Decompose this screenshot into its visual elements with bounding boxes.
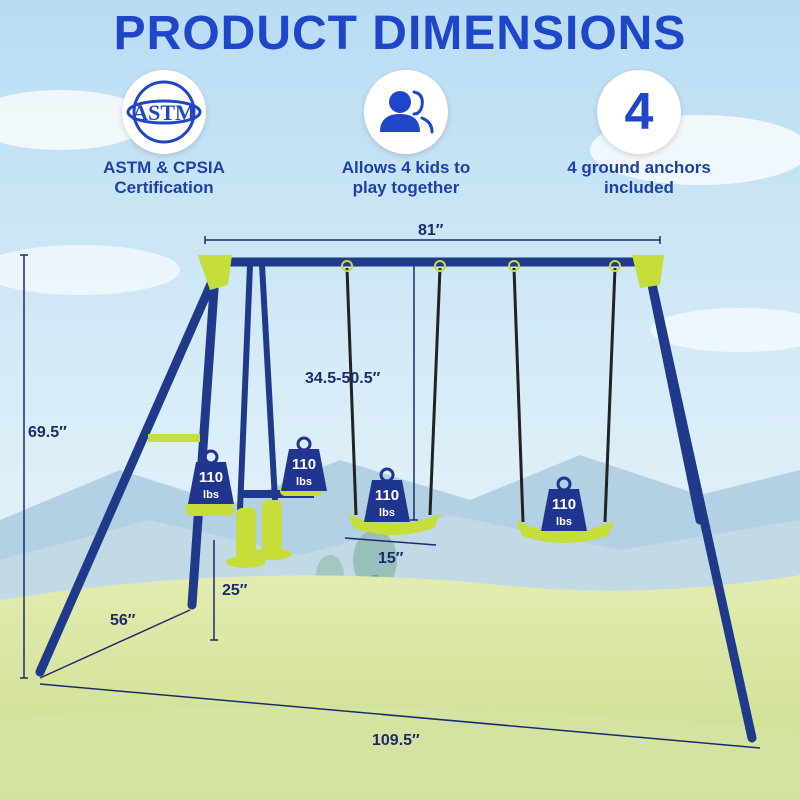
weight-tag: 110 lbs xyxy=(281,436,327,491)
feature-anchors: 4 ground anchors included xyxy=(529,158,749,198)
dimension-height-label: 69.5″ xyxy=(28,424,67,441)
weight-value: 110 xyxy=(552,496,576,513)
left-end-cap xyxy=(198,255,232,290)
anchors-badge: 4 xyxy=(597,70,681,154)
dimension-depth-label: 56″ xyxy=(110,612,136,629)
kids-badge xyxy=(364,70,448,154)
dimension-glider-height-label: 25″ xyxy=(222,582,248,599)
weight-unit: lbs xyxy=(296,476,312,488)
feature-line: ASTM & CPSIA xyxy=(103,158,225,177)
swing-seat-1 xyxy=(341,260,446,535)
feature-line: included xyxy=(604,178,674,197)
feature-kids: Allows 4 kids to play together xyxy=(296,158,516,198)
feature-line: Allows 4 kids to xyxy=(341,158,471,177)
dimension-width-label: 81″ xyxy=(418,222,444,239)
feature-certification: ASTM & CPSIA Certification xyxy=(54,158,274,198)
number-badge-icon: 4 xyxy=(624,83,654,141)
weight-value: 110 xyxy=(292,456,316,473)
right-end-cap xyxy=(632,255,664,288)
weight-value: 110 xyxy=(199,469,223,486)
feature-line: 4 ground anchors xyxy=(567,158,711,177)
dimension-seat-width-label: 15″ xyxy=(378,550,404,567)
glider xyxy=(186,264,322,568)
swing-frame xyxy=(35,257,757,743)
weight-unit: lbs xyxy=(379,507,395,519)
dimension-rope-length-label: 34.5-50.5″ xyxy=(305,370,381,387)
weight-value: 110 xyxy=(375,487,399,504)
weight-unit: lbs xyxy=(556,516,572,528)
weight-tag: 110 lbs xyxy=(364,467,410,522)
weight-tag: 110 lbs xyxy=(188,449,234,504)
weight-tag: 110 lbs xyxy=(541,476,587,531)
feature-line: play together xyxy=(352,178,460,197)
two-people-icon xyxy=(380,90,434,134)
dimension-total-length-label: 109.5″ xyxy=(372,732,420,749)
page-title: PRODUCT DIMENSIONS xyxy=(113,7,687,60)
weight-unit: lbs xyxy=(203,489,219,501)
feature-line: Certification xyxy=(114,178,214,197)
swing-seat-2 xyxy=(508,260,621,543)
astm-seal-icon: ASTM xyxy=(126,80,202,144)
astm-badge: ASTM xyxy=(122,70,206,154)
dimension-lines xyxy=(20,236,761,749)
astm-seal-text: ASTM xyxy=(132,100,196,125)
